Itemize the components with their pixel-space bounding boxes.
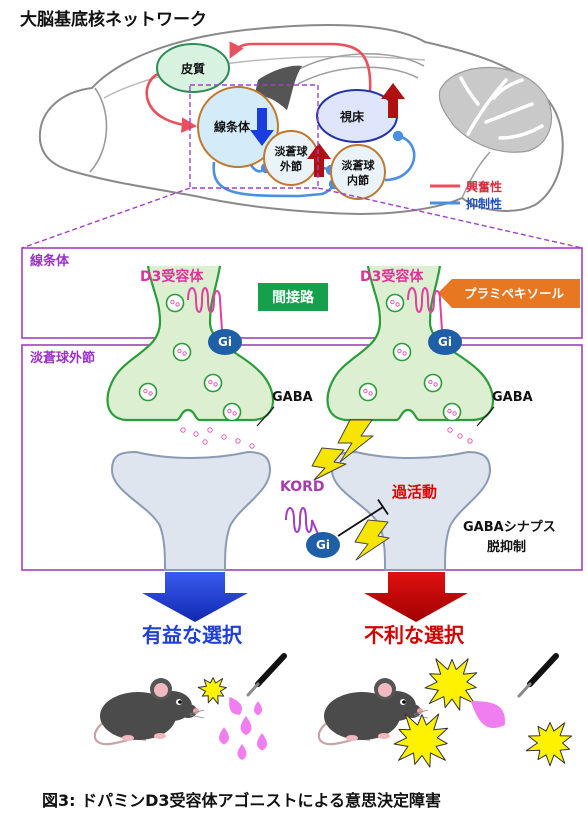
pramipexole-label: プラミペキソール	[464, 286, 565, 301]
d3-receptor-icon	[407, 287, 443, 331]
ventricle-shape	[254, 65, 302, 110]
gpe-node: 淡蒼球 外節	[263, 130, 319, 186]
lightning-icon	[311, 447, 347, 481]
synaptic-vesicle	[358, 382, 378, 402]
lightning-icon	[337, 419, 374, 463]
thalamus-increase-arrow-icon	[381, 83, 405, 118]
figure-caption: 図3: ドパミンD3受容体アゴニストによる意思決定障害	[42, 791, 441, 810]
beneficial-arrow-icon	[142, 572, 248, 622]
thalamus-label: 視床	[339, 109, 365, 124]
cerebellum	[438, 66, 553, 153]
d3-receptor-icon	[187, 287, 223, 331]
disinhibition-label-line2: 脱抑制	[487, 539, 526, 555]
gaba-release	[447, 427, 473, 444]
gpi-label-line1: 淡蒼球	[342, 158, 376, 172]
gaba-label: GABA	[272, 390, 313, 405]
gi-protein: Gi	[208, 329, 242, 355]
gpi-label-line2: 内節	[347, 173, 369, 187]
striatum-panel-box	[21, 247, 583, 339]
mouse-icon	[317, 678, 429, 746]
synaptic-vesicle	[385, 293, 405, 313]
cortex-layer	[103, 55, 426, 99]
shock-burst-icon	[525, 722, 573, 767]
gaba-label: GABA	[492, 390, 533, 405]
beneficial-choice-label: 有益な選択	[142, 623, 243, 647]
presynaptic-terminal-left: D3受容体 Gi GABA	[106, 265, 313, 449]
pipette-icon	[517, 653, 559, 698]
legend: 興奮性 抑制性	[430, 179, 502, 211]
striatum-panel-label: 線条体	[30, 253, 70, 269]
gaba-pointer	[256, 406, 275, 427]
synaptic-vesicle	[222, 402, 242, 422]
indirect-pathway-badge: 間接路	[258, 283, 328, 311]
legend-excitatory-label: 興奮性	[466, 179, 502, 194]
lightning-icon	[354, 519, 390, 561]
shock-burst-icon	[424, 658, 478, 711]
d3-receptor-label: D3受容体	[140, 268, 204, 285]
gi-label: Gi	[218, 335, 232, 349]
striatum-decrease-arrow-icon	[250, 108, 274, 146]
gaba-release	[180, 427, 255, 449]
d3-receptor-label: D3受容体	[360, 268, 424, 285]
pipette-icon	[246, 653, 287, 697]
zoom-indicator	[21, 84, 583, 249]
indirect-pathway-label: 間接路	[272, 289, 315, 306]
gpi-node: 淡蒼球 内節	[330, 144, 386, 200]
striatum-node: 線条体	[197, 86, 279, 168]
legend-inhibitory-label: 抑制性	[466, 196, 502, 211]
presynaptic-terminal-right: D3受容体 Gi GABA	[326, 265, 533, 444]
inhibitory-gpi-to-thalamus	[384, 130, 416, 182]
network-title: 大脳基底核ネットワーク	[20, 9, 207, 30]
mouse-icon	[93, 678, 205, 746]
gaba-pointer	[476, 406, 495, 427]
synaptic-vesicle	[165, 293, 185, 313]
gi-protein: Gi	[428, 329, 462, 355]
reward-burst-icon	[197, 677, 227, 705]
kord-label: KORD	[280, 479, 325, 495]
olfactory-bulb-border	[89, 87, 108, 173]
gpe-panel-label: 淡蒼球外節	[30, 350, 95, 366]
adverse-arrow-icon	[364, 572, 468, 622]
excitatory-thalamus-to-cortex	[229, 41, 372, 93]
brainstem-line	[461, 151, 491, 199]
gpe-label-line1: 淡蒼球	[275, 144, 309, 158]
hyperactivity-label: 過活動	[391, 483, 437, 501]
pramipexole-arrow: プラミペキソール	[438, 279, 580, 308]
striatum-label: 線条体	[214, 119, 251, 134]
shock-burst-icon	[393, 713, 449, 768]
synaptic-vesicle	[392, 342, 412, 362]
excitatory-cortex-to-striatum	[145, 72, 198, 133]
reward-droplets	[219, 696, 267, 760]
synaptic-vesicle	[423, 373, 443, 393]
synaptic-vesicle	[442, 402, 462, 422]
cortex-node: 皮質	[156, 43, 230, 93]
inhibition-line	[337, 499, 389, 537]
inhibitory-striatum-to-gpi	[212, 161, 340, 198]
gi-protein-kord: Gi	[306, 532, 340, 558]
gpe-label-line2: 外節	[279, 159, 302, 173]
synaptic-vesicle	[203, 373, 223, 393]
gi-label: Gi	[438, 335, 452, 349]
disinhibition-label-line1: GABAシナプス	[463, 520, 556, 535]
synaptic-vesicle	[138, 382, 158, 402]
adverse-choice-label: 不利な選択	[364, 623, 465, 647]
gpe-panel-box	[21, 344, 583, 571]
postsynaptic-left	[110, 450, 272, 571]
gpe-increase-arrow-icon	[307, 143, 331, 177]
gi-label: Gi	[316, 538, 330, 552]
synaptic-vesicle	[172, 342, 192, 362]
cortex-label: 皮質	[180, 61, 205, 76]
large-droplet-icon	[470, 701, 505, 728]
kord-receptor-icon	[285, 507, 319, 535]
postsynaptic-right	[330, 450, 492, 571]
